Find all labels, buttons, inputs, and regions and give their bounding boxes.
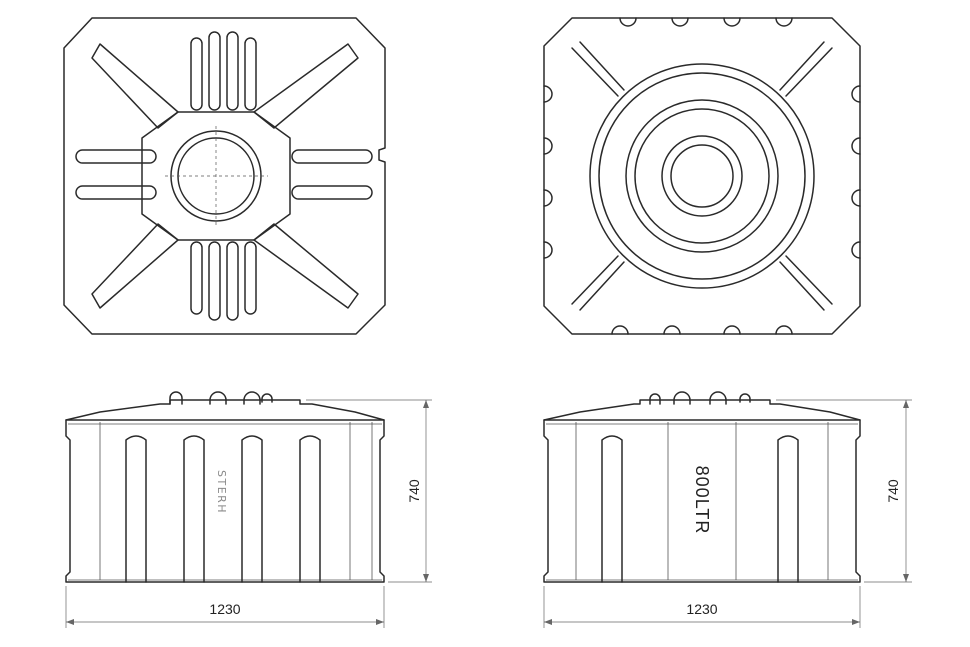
bump-right-2 [851,137,861,155]
ring-2 [598,72,806,280]
lid-profile-2 [543,399,861,421]
diagonal-rib-tl [91,43,179,129]
ring-6 [670,144,734,208]
tank-body [65,419,385,583]
rib-left-2 [75,185,157,200]
bump-top-1 [619,17,637,27]
rib-right-2 [291,185,373,200]
bump-top-3 [723,17,741,27]
rib-top-2 [208,31,221,111]
lid-cap-2-2 [673,391,691,405]
height-arrow-top-2 [903,400,909,408]
corner-rib-bl [571,255,625,311]
bottom-view-outline [543,17,861,335]
ring-1 [589,63,815,289]
width-arrow-left-2 [544,619,552,625]
rib-bottom-2 [208,241,221,321]
bottom-view-rings [543,17,861,335]
bump-left-3 [543,189,553,207]
rib-bottom-4 [244,241,257,315]
bump-left-1 [543,85,553,103]
bump-left-4 [543,241,553,259]
ring-5 [661,135,743,217]
diagonal-rib-bl [91,223,179,309]
corner-rib-br [779,255,833,311]
channel-3 [241,435,263,583]
channel-4 [299,435,321,583]
bump-right-1 [851,85,861,103]
width-arrow-right-2 [852,619,860,625]
channel-2-1 [601,435,623,583]
channel-1 [125,435,147,583]
rib-top-3 [226,31,239,111]
width-label: 1230 [209,601,240,617]
width-arrow-left [66,619,74,625]
channel-2 [183,435,205,583]
rib-top-4 [244,37,257,111]
lid-cap-1 [169,391,183,405]
lid-profile [65,399,385,421]
rib-right-1 [291,149,373,164]
rib-bottom-1 [190,241,203,315]
brand-logo: STERH [215,470,228,514]
lid-cap-2 [209,391,227,405]
rib-left-1 [75,149,157,164]
height-label-2: 740 [885,479,901,503]
bump-left-2 [543,137,553,155]
lid-cap-3 [243,391,261,405]
bump-top-2 [671,17,689,27]
top-view-ribbed [63,17,386,335]
bump-right-3 [851,189,861,207]
width-label-2: 1230 [686,601,717,617]
ring-4 [634,108,770,244]
diagonal-rib-tr [253,43,359,129]
height-label: 740 [406,479,422,503]
lid-cap-2-4 [739,393,751,403]
height-arrow-bottom [423,574,429,582]
tank-body-2 [543,419,861,583]
ring-3 [625,99,779,253]
lid-cap-2-1 [649,393,661,405]
bump-bottom-1 [611,325,629,335]
front-view-left: STERH 1230 740 [65,391,432,628]
lid-cap-2-3 [709,391,727,405]
height-arrow-bottom-2 [903,574,909,582]
front-view-right: 800LTR 1230 740 [543,391,912,628]
bump-bottom-4 [775,325,793,335]
rib-bottom-3 [226,241,239,321]
bump-bottom-3 [723,325,741,335]
rib-top-1 [190,37,203,111]
corner-rib-tl [571,41,625,97]
top-view-outline [63,17,386,335]
height-arrow-top [423,400,429,408]
lid-cap-4 [261,393,273,403]
width-arrow-right [376,619,384,625]
channel-2-2 [777,435,799,583]
bump-bottom-2 [663,325,681,335]
bump-right-4 [851,241,861,259]
bump-top-4 [775,17,793,27]
corner-rib-tr [779,41,833,97]
volume-label: 800LTR [692,466,712,535]
diagonal-rib-br [253,223,359,309]
